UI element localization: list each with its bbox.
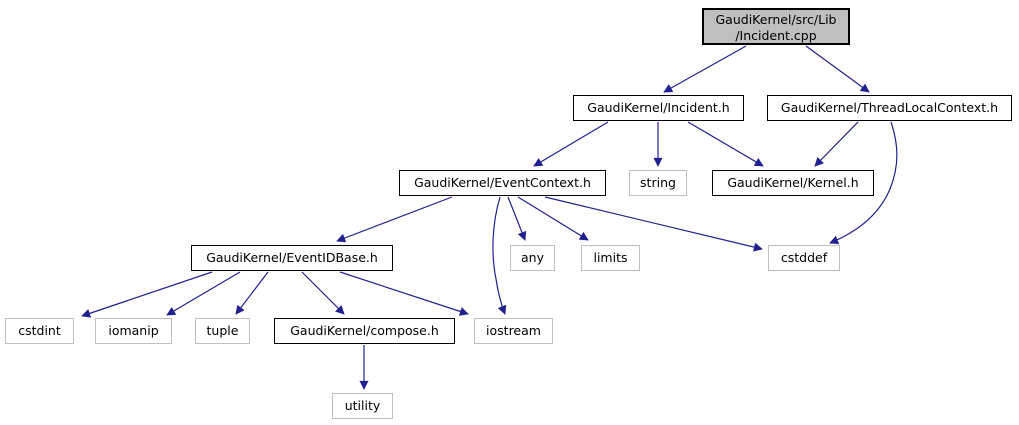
- node-iomanip: iomanip: [95, 318, 172, 344]
- node-eventidbase-h[interactable]: GaudiKernel/EventIDBase.h: [191, 245, 393, 271]
- node-iostream: iostream: [474, 318, 553, 344]
- edge-incident-h-to-eventcontext-h: [533, 121, 609, 167]
- node-eventcontext-h[interactable]: GaudiKernel/EventContext.h: [399, 170, 606, 196]
- edge-eventcontext-h-to-limits: [517, 196, 589, 241]
- node-cstddef: cstddef: [768, 245, 840, 271]
- edge-eventcontext-h-to-iostream: [492, 196, 507, 315]
- edge-incident-h-to-kernel-h: [687, 121, 764, 167]
- node-string: string: [629, 170, 687, 196]
- node-tuple: tuple: [195, 318, 250, 344]
- edge-incident-cpp-to-threadlocalcontext-h: [805, 45, 870, 93]
- edge-eventcontext-h-to-any: [507, 196, 527, 241]
- edge-eventidbase-h-to-iostream: [339, 271, 469, 316]
- edge-eventcontext-h-to-cstddef: [544, 196, 763, 252]
- node-threadlocalcontext-h[interactable]: GaudiKernel/ThreadLocalContext.h: [767, 95, 1012, 121]
- edge-eventidbase-h-to-tuple: [235, 271, 269, 315]
- edge-eventcontext-h-to-eventidbase-h: [336, 196, 453, 243]
- edge-threadlocalcontext-h-to-kernel-h: [814, 121, 859, 167]
- edge-incident-cpp-to-incident-h: [663, 45, 747, 93]
- node-limits: limits: [581, 245, 640, 271]
- node-incident-cpp-label-line1: GaudiKernel/src/Lib: [715, 12, 837, 27]
- edge-threadlocalcontext-h-to-cstddef: [829, 121, 898, 245]
- edge-eventidbase-h-to-cstdint: [81, 271, 213, 318]
- node-utility: utility: [332, 393, 393, 419]
- node-kernel-h[interactable]: GaudiKernel/Kernel.h: [712, 170, 874, 196]
- edge-eventidbase-h-to-iomanip: [166, 271, 241, 316]
- node-incident-cpp-label-line2: /Incident.cpp: [735, 28, 817, 43]
- node-incident-cpp: GaudiKernel/src/Lib /Incident.cpp: [702, 8, 850, 45]
- node-any: any: [510, 245, 555, 271]
- node-incident-h[interactable]: GaudiKernel/Incident.h: [573, 95, 744, 121]
- node-compose-h[interactable]: GaudiKernel/compose.h: [274, 318, 455, 344]
- node-cstdint: cstdint: [5, 318, 74, 344]
- edge-eventidbase-h-to-compose-h: [301, 271, 345, 315]
